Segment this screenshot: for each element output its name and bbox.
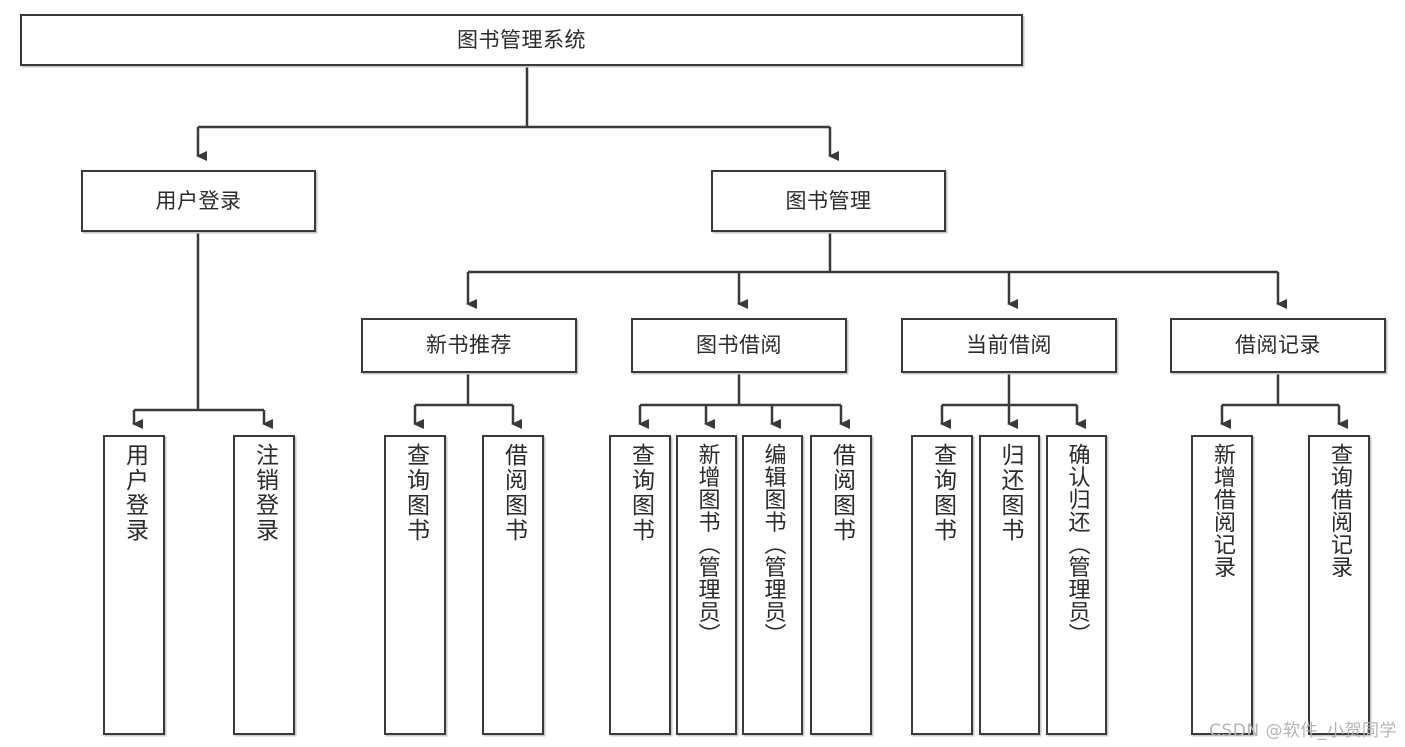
node-leaf-br-query-record-label: 查询借阅记录	[1327, 443, 1352, 578]
node-leaf-bb-borrow-book[interactable]: 借阅图书	[810, 435, 872, 735]
node-leaf-br-add-record-label: 新增借阅记录	[1210, 443, 1235, 578]
node-leaf-bb-add-book[interactable]: 新增图书（管理员）	[676, 435, 737, 735]
node-current-borrow-label: 当前借阅	[966, 333, 1052, 358]
node-leaf-bb-borrow-book-label: 借阅图书	[828, 443, 855, 543]
node-leaf-cb-confirm-return-label: 确认归还（管理员）	[1064, 443, 1090, 646]
node-new-book-recommend-label: 新书推荐	[426, 333, 512, 358]
watermark-text: CSDN @软件_小贺同学	[1209, 721, 1397, 741]
node-book-manage-label: 图书管理	[785, 188, 872, 213]
node-leaf-user-login-label: 用户登录	[121, 443, 148, 543]
node-leaf-nb-borrow-book-label: 借阅图书	[500, 443, 527, 543]
node-current-borrow[interactable]: 当前借阅	[901, 318, 1117, 373]
node-leaf-bb-add-book-label: 新增图书（管理员）	[694, 443, 720, 646]
node-leaf-cb-query-book[interactable]: 查询图书	[911, 435, 973, 735]
node-user-login-label: 用户登录	[155, 188, 242, 213]
node-leaf-cb-confirm-return[interactable]: 确认归还（管理员）	[1046, 435, 1107, 735]
node-borrow-record-label: 借阅记录	[1235, 333, 1321, 358]
node-leaf-cb-query-book-label: 查询图书	[929, 443, 956, 543]
node-leaf-bb-edit-book[interactable]: 编辑图书（管理员）	[742, 435, 803, 735]
node-leaf-bb-query-book-label: 查询图书	[627, 443, 654, 543]
node-root-label: 图书管理系统	[457, 27, 586, 52]
node-leaf-br-query-record[interactable]: 查询借阅记录	[1308, 435, 1370, 735]
node-leaf-cb-return-book-label: 归还图书	[997, 443, 1023, 543]
node-new-book-recommend[interactable]: 新书推荐	[361, 318, 577, 373]
node-user-login[interactable]: 用户登录	[81, 170, 316, 232]
node-leaf-nb-query-book-label: 查询图书	[402, 443, 429, 543]
node-book-borrow[interactable]: 图书借阅	[631, 318, 847, 373]
node-leaf-nb-borrow-book[interactable]: 借阅图书	[482, 435, 544, 735]
node-leaf-bb-query-book[interactable]: 查询图书	[609, 435, 671, 735]
node-book-borrow-label: 图书借阅	[696, 333, 782, 358]
node-leaf-user-login[interactable]: 用户登录	[103, 435, 165, 735]
node-borrow-record[interactable]: 借阅记录	[1170, 318, 1386, 373]
node-book-manage[interactable]: 图书管理	[711, 170, 946, 232]
node-leaf-logout-label: 注销登录	[251, 443, 278, 543]
node-leaf-logout[interactable]: 注销登录	[233, 435, 295, 735]
node-leaf-br-add-record[interactable]: 新增借阅记录	[1191, 435, 1253, 735]
node-root[interactable]: 图书管理系统	[20, 14, 1023, 66]
node-leaf-nb-query-book[interactable]: 查询图书	[384, 435, 446, 735]
node-leaf-bb-edit-book-label: 编辑图书（管理员）	[760, 443, 786, 646]
node-leaf-cb-return-book[interactable]: 归还图书	[979, 435, 1040, 735]
